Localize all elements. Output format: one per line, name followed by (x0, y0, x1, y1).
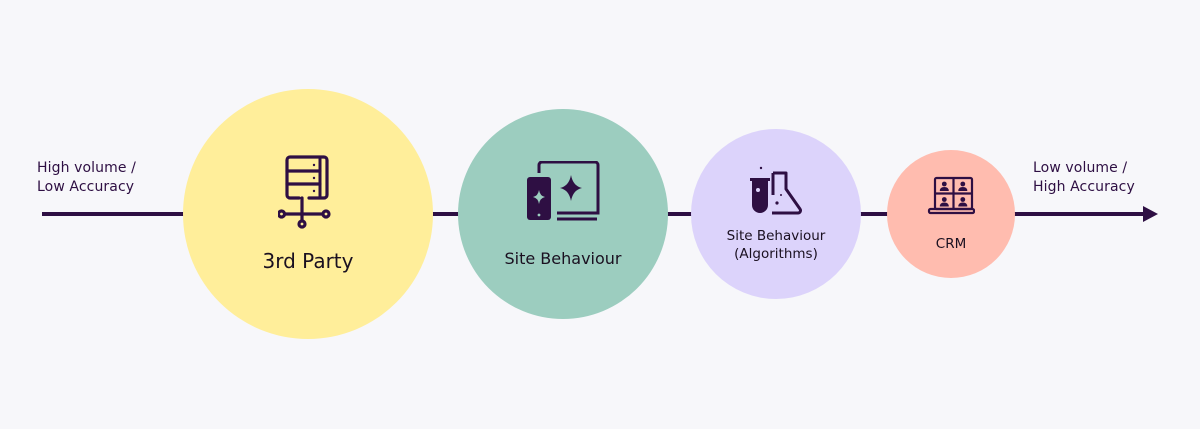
stage-site-behaviour-algorithms: Site Behaviour (Algorithms) (691, 129, 861, 299)
stage-label: 3rd Party (262, 249, 354, 273)
contacts-grid-icon (927, 176, 975, 216)
stage-label-line2: (Algorithms) (734, 246, 818, 262)
arrow-head-icon (1143, 206, 1158, 222)
stage-label: Site Behaviour (504, 248, 622, 268)
start-label-line2: Low Accuracy (37, 179, 135, 195)
end-label: Low volume / High Accuracy (1033, 159, 1135, 197)
start-label-line1: High volume / (37, 160, 136, 176)
stage-label: CRM (935, 236, 967, 252)
devices-sparkle-icon (525, 160, 601, 223)
lab-flask-icon (748, 165, 804, 215)
start-label: High volume / Low Accuracy (37, 159, 136, 197)
stage-crm: CRM (887, 150, 1015, 278)
end-label-line2: High Accuracy (1033, 179, 1135, 195)
stage-3rd-party: 3rd Party (183, 89, 433, 339)
stage-site-behaviour: Site Behaviour (458, 109, 668, 319)
end-label-line1: Low volume / (1033, 160, 1128, 176)
server-network-icon (278, 155, 338, 231)
stage-label-line1: Site Behaviour (726, 228, 826, 244)
stage-label: Site Behaviour (Algorithms) (727, 227, 826, 263)
